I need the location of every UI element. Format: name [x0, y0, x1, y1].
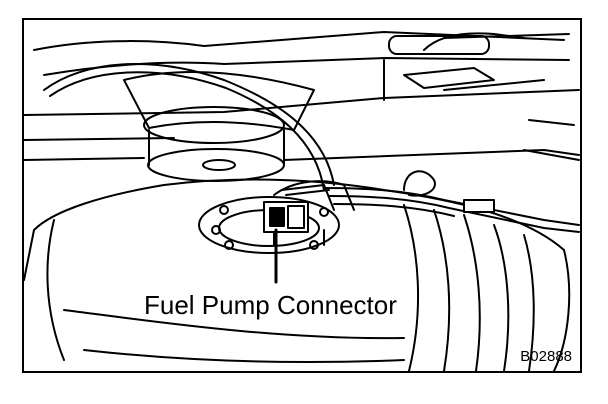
fuel-tank-illustration [24, 31, 580, 371]
vehicle-frame-lines [24, 31, 580, 161]
cable-loop [43, 62, 335, 191]
figure-id: B02888 [520, 348, 572, 365]
wiring-harness [323, 170, 580, 233]
body-line [24, 157, 145, 161]
connector-assembly [263, 180, 355, 246]
figure-frame: Fuel Pump Connector B02888 [22, 18, 582, 373]
body-line-right [283, 149, 580, 161]
round-component [123, 71, 315, 182]
callout-label: Fuel Pump Connector [144, 290, 397, 320]
